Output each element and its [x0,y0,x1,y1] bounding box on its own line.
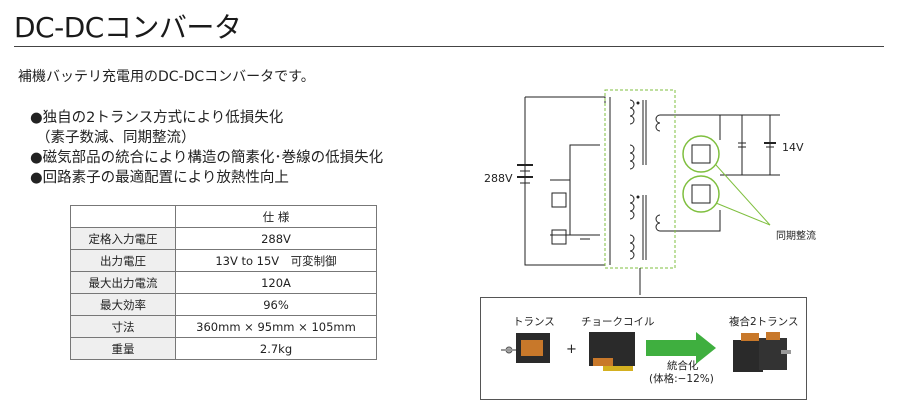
integration-panel: トランス + チョークコイル 複合2トランス 統合化 (体格:−12%) [480,297,807,400]
spec-label: 定格入力電圧 [70,227,176,250]
intro-text: 補機バッテリ充電用のDC-DCコンバータです。 [18,69,315,85]
transformer-label: トランス [513,316,555,328]
input-voltage-label: 288V [484,172,513,185]
table-header-row: 仕 様 [70,205,377,228]
output-voltage-label: 14V [782,141,804,154]
choke-coil-image [589,332,635,371]
feature-list: ●独自の2トランス方式により低損失化 （素子数減、同期整流） ●磁気部品の統合に… [30,108,383,188]
transformer-boundary [604,89,676,269]
page-title: DC-DCコンバータ [14,11,242,44]
sync-rect-highlight [682,135,720,173]
table-header-blank [70,205,176,228]
spec-value: 2.7kg [175,337,377,360]
sync-rect-highlight [682,175,720,213]
title-divider [14,46,884,47]
feature-item: ●磁気部品の統合により構造の簡素化･巻線の低損失化 [30,150,384,166]
circuit-diagram [517,89,780,295]
table-row: 出力電圧 13V to 15V 可変制御 [70,249,377,272]
table-row: 最大出力電流 120A [70,271,377,294]
spec-value: 360mm × 95mm × 105mm [175,315,377,338]
integration-label: 統合化 [667,360,699,372]
feature-item: ●独自の2トランス方式により低損失化 [30,110,284,126]
choke-coil-label: チョークコイル [581,316,655,328]
table-row: 重量 2.7kg [70,337,377,360]
plus-sign: + [566,342,577,357]
spec-label: 最大出力電流 [70,271,176,294]
table-row: 寸法 360mm × 95mm × 105mm [70,315,377,338]
integration-arrow [646,332,716,364]
composite-transformer-label: 複合2トランス [729,316,799,328]
feature-item: ●回路素子の最適配置により放熱性向上 [30,170,289,186]
table-row: 定格入力電圧 288V [70,227,377,250]
spec-value: 13V to 15V 可変制御 [175,249,377,272]
size-reduction-label: (体格:−12%) [649,373,714,385]
spec-value: 288V [175,227,377,250]
spec-label: 重量 [70,337,176,360]
transformer-image [501,333,550,363]
feature-item: （素子数減、同期整流） [36,130,196,146]
spec-label: 寸法 [70,315,176,338]
spec-label: 最大効率 [70,293,176,316]
spec-value: 96% [175,293,377,316]
table-row: 最大効率 96% [70,293,377,316]
spec-label: 出力電圧 [70,249,176,272]
sync-rect-label: 同期整流 [776,231,816,242]
table-header: 仕 様 [175,205,377,228]
spec-value: 120A [175,271,377,294]
spec-table: 仕 様 定格入力電圧 288V 出力電圧 13V to 15V 可変制御 最大出… [70,205,377,360]
component-illustrations [501,332,791,372]
composite-transformer-image [733,332,791,372]
